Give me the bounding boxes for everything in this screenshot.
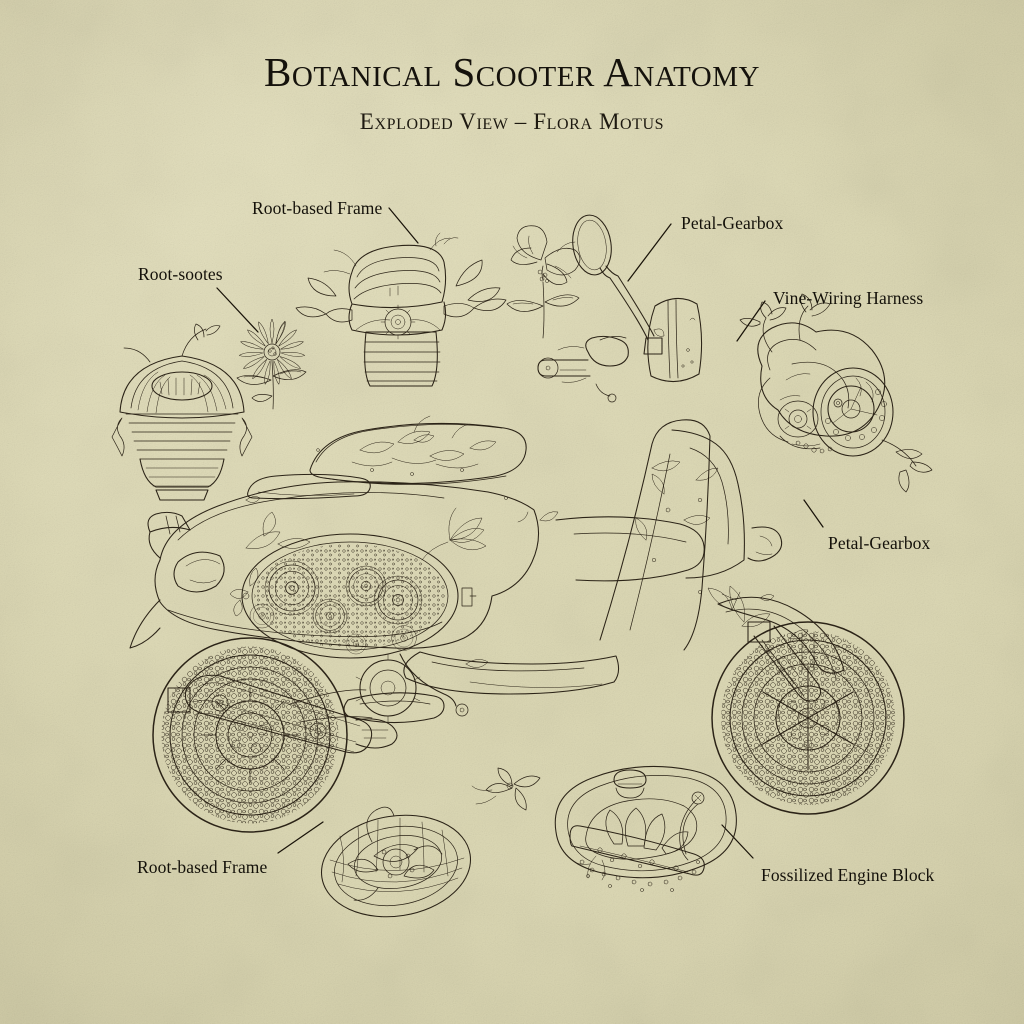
component-finned-cylinder (295, 232, 507, 387)
page-title: Botanical Scooter Anatomy (264, 49, 760, 95)
component-scooter-body (129, 415, 845, 724)
component-mirror-handlebar (537, 214, 703, 403)
leader-lines (216, 207, 824, 859)
callout-root-sootes: Root-sootes (138, 264, 223, 284)
component-front-wheel (707, 585, 905, 815)
callout-vine-wiring-harness: Vine-Wiring Harness (773, 288, 924, 308)
component-rear-wheel (152, 637, 398, 833)
component-poppy-sprig (506, 225, 581, 339)
component-woven-frame-ring (320, 806, 472, 918)
floating-debris (245, 434, 775, 668)
callout-petal-gearbox-right: Petal-Gearbox (828, 533, 931, 553)
callout-fossilized-engine-block: Fossilized Engine Block (761, 865, 935, 885)
wooden-swingarm (167, 674, 398, 754)
callout-root-based-frame-bottom: Root-based Frame (137, 857, 268, 877)
callout-root-based-frame-top: Root-based Frame (252, 198, 383, 218)
component-daisy-sprig (236, 318, 307, 410)
page-subtitle: Exploded View – Flora Motus (359, 109, 665, 134)
component-root-soote-lamp (111, 323, 253, 501)
component-fossil-engine (554, 765, 737, 892)
callout-petal-gearbox-top: Petal-Gearbox (681, 213, 784, 233)
component-vine-gearbox (739, 293, 933, 493)
component-small-sprig (471, 767, 541, 811)
title-block: Botanical Scooter Anatomy Exploded View … (0, 49, 1024, 134)
